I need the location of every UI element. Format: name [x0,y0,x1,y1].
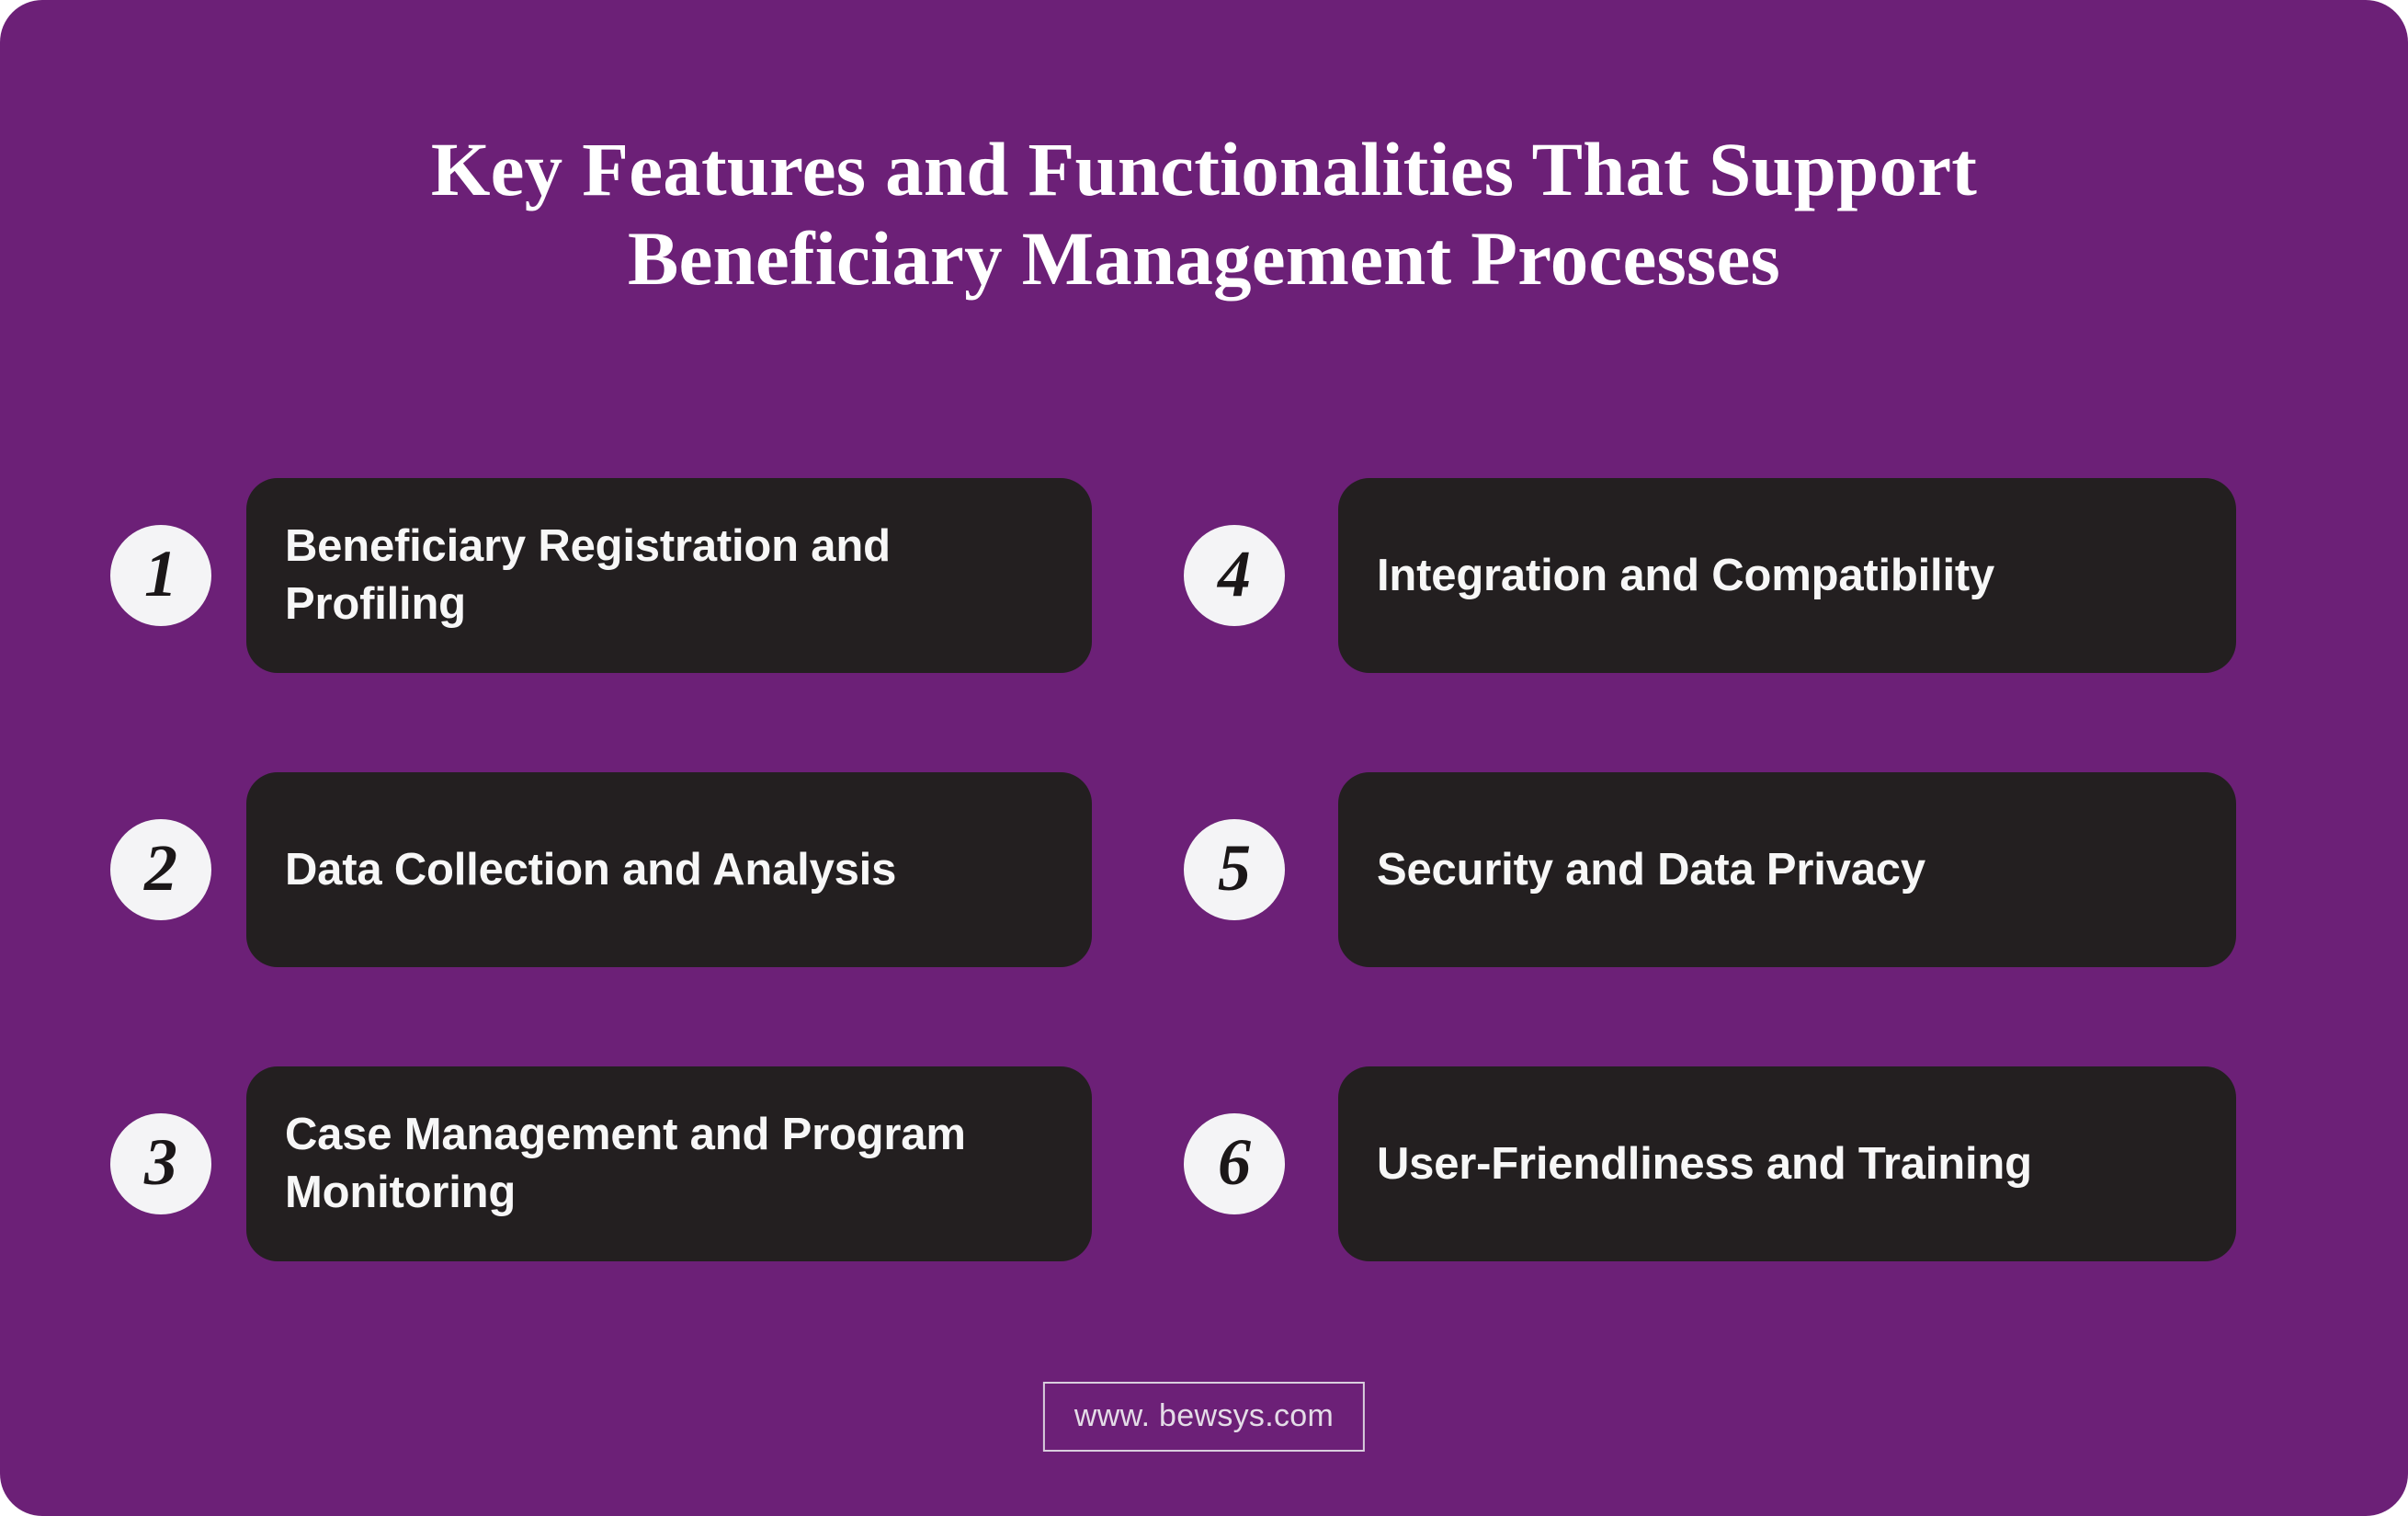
feature-card-label-5: Security and Data Privacy [1377,844,1925,895]
footer-url-box: www. bewsys.com [1042,1382,1366,1452]
feature-card-1: Beneficiary Registration and Profiling [246,478,1092,673]
feature-number-badge-4: 4 [1184,525,1285,626]
page-title-line-1: Key Features and Functionalities That Su… [430,127,1978,211]
footer-url-text: www. bewsys.com [1073,1398,1335,1433]
feature-item-5: 5 Security and Data Privacy [1184,772,2236,967]
feature-number-badge-5: 5 [1184,819,1285,920]
feature-number-badge-2: 2 [110,819,211,920]
feature-card-4: Integration and Compatibility [1338,478,2236,673]
feature-item-3: 3 Case Management and Program Monitoring [110,1066,1092,1261]
feature-card-label-3: Case Management and Program Monitoring [285,1110,966,1217]
feature-card-5: Security and Data Privacy [1338,772,2236,967]
feature-item-2: 2 Data Collection and Analysis [110,772,1092,967]
feature-grid: 1 Beneficiary Registration and Profiling… [0,478,2408,1269]
feature-item-1: 1 Beneficiary Registration and Profiling [110,478,1092,673]
feature-item-4: 4 Integration and Compatibility [1184,478,2236,673]
feature-card-3: Case Management and Program Monitoring [246,1066,1092,1261]
feature-item-6: 6 User-Friendliness and Training [1184,1066,2236,1261]
feature-card-label-4: Integration and Compatibility [1377,550,1995,600]
feature-card-label-2: Data Collection and Analysis [285,844,897,895]
feature-number-badge-6: 6 [1184,1113,1285,1214]
feature-card-2: Data Collection and Analysis [246,772,1092,967]
feature-number-badge-3: 3 [110,1113,211,1214]
feature-card-6: User-Friendliness and Training [1338,1066,2236,1261]
page-title-line-2: Beneficiary Management Processes [627,216,1781,302]
feature-number-badge-1: 1 [110,525,211,626]
feature-card-label-6: User-Friendliness and Training [1377,1138,2032,1189]
page-title: Key Features and Functionalities That Su… [0,125,2408,303]
feature-card-label-1: Beneficiary Registration and Profiling [285,521,891,629]
